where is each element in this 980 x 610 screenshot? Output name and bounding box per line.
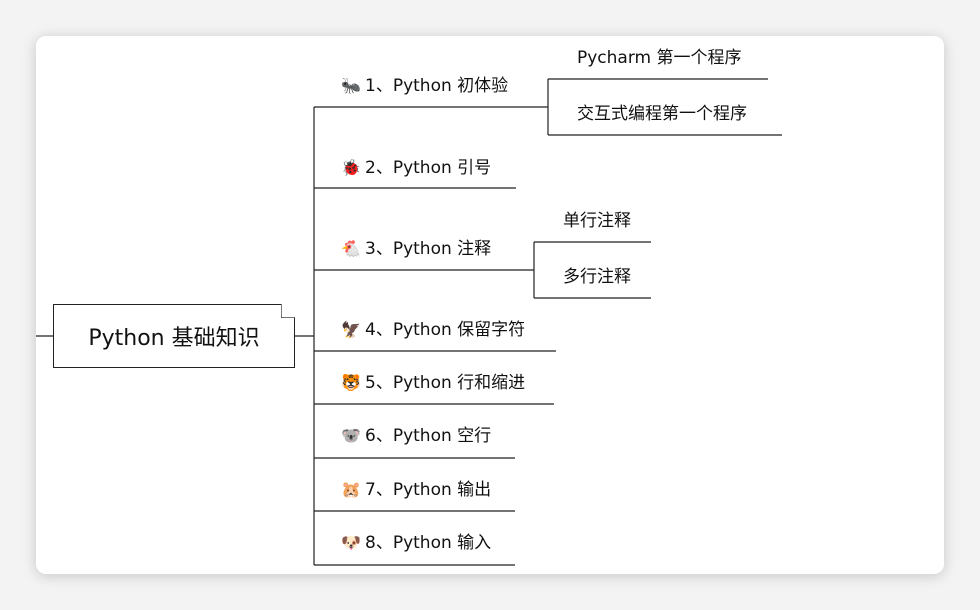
branch-label-6: 6、Python 空行	[365, 426, 492, 446]
branch-node-5[interactable]: 🐯5、Python 行和缩进	[341, 372, 525, 394]
sub-node-3b[interactable]: 多行注释	[563, 266, 631, 288]
branch-label-2: 2、Python 引号	[365, 158, 492, 178]
branch-node-1[interactable]: 🐜1、Python 初体验	[341, 75, 508, 97]
sub-node-3a[interactable]: 单行注释	[563, 210, 631, 232]
branch-node-3[interactable]: 🐔3、Python 注释	[341, 238, 491, 260]
sub-label-3a: 单行注释	[563, 211, 631, 231]
root-label: Python 基础知识	[88, 326, 260, 351]
branch-label-1: 1、Python 初体验	[365, 76, 509, 96]
branch-node-7[interactable]: 🐹7、Python 输出	[341, 479, 491, 501]
branch-node-6[interactable]: 🐨6、Python 空行	[341, 425, 491, 447]
branch-label-7: 7、Python 输出	[365, 480, 492, 500]
branch-label-5: 5、Python 行和缩进	[365, 373, 526, 393]
tiger-icon: 🐯	[341, 373, 361, 392]
sub-label-1b: 交互式编程第一个程序	[577, 104, 747, 124]
koala-icon: 🐨	[341, 426, 361, 445]
branch-node-4[interactable]: 🦅4、Python 保留字符	[341, 319, 525, 341]
branch-label-8: 8、Python 输入	[365, 533, 492, 553]
dog-icon: 🐶	[341, 533, 361, 552]
ladybug-icon: 🐞	[341, 158, 361, 177]
branch-label-3: 3、Python 注释	[365, 239, 492, 259]
sub-node-1a[interactable]: Pycharm 第一个程序	[577, 47, 742, 69]
sub-node-1b[interactable]: 交互式编程第一个程序	[577, 103, 747, 125]
eagle-icon: 🦅	[341, 320, 361, 339]
root-node[interactable]: Python 基础知识	[53, 304, 295, 368]
branch-node-2[interactable]: 🐞2、Python 引号	[341, 157, 491, 179]
ant-icon: 🐜	[341, 76, 361, 95]
sub-label-1a: Pycharm 第一个程序	[577, 48, 742, 68]
sub-label-3b: 多行注释	[563, 267, 631, 287]
folded-corner-icon	[281, 304, 295, 318]
branch-label-4: 4、Python 保留字符	[365, 320, 526, 340]
hamster-icon: 🐹	[341, 480, 361, 499]
chicken-icon: 🐔	[341, 239, 361, 258]
branch-node-8[interactable]: 🐶8、Python 输入	[341, 532, 491, 554]
